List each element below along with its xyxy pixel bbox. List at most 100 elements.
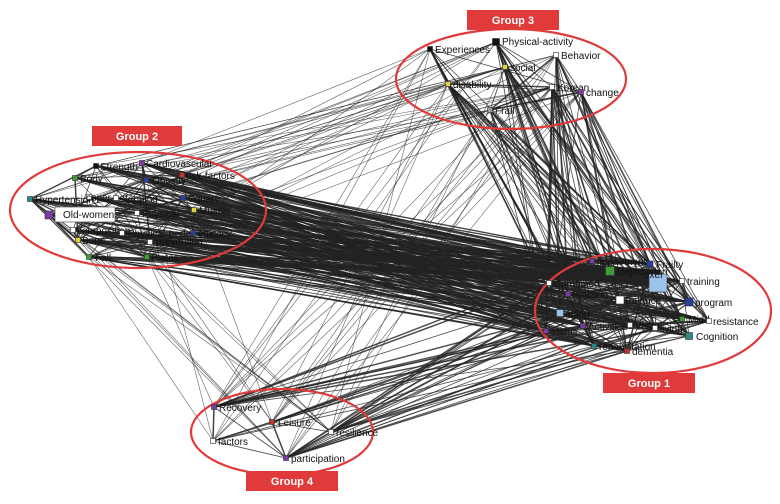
edge — [545, 325, 584, 332]
edge — [121, 209, 195, 234]
hub-edge — [88, 255, 659, 285]
node-marker — [70, 227, 76, 233]
node-fall: Fall — [86, 253, 111, 264]
node-marker — [427, 46, 433, 52]
edge — [181, 48, 431, 176]
node-label: Behavior — [561, 51, 601, 62]
edge — [271, 282, 659, 423]
edge — [489, 86, 553, 111]
node-label: efficacy — [198, 229, 232, 240]
edge — [447, 66, 506, 85]
edge — [489, 109, 690, 337]
edge — [145, 174, 183, 181]
node-label: Frailty — [656, 260, 683, 271]
node-marker — [679, 316, 685, 322]
edge — [582, 325, 628, 352]
edge — [285, 282, 550, 459]
edge — [489, 54, 557, 111]
node-physical: Physical — [134, 209, 179, 220]
node-marker — [605, 266, 615, 276]
edge — [213, 48, 431, 408]
node-marker — [72, 175, 78, 181]
group-tag-label: Group 1 — [628, 378, 670, 390]
node-function: function — [565, 290, 608, 301]
edge — [95, 165, 183, 176]
edge — [551, 86, 584, 327]
edge — [77, 162, 143, 241]
node-label: Square — [188, 194, 221, 205]
edges-layer — [29, 41, 710, 459]
edge — [489, 66, 506, 111]
node-label: aging — [565, 309, 589, 320]
edge — [626, 280, 683, 352]
edge — [88, 86, 553, 258]
node-impairment: impairment — [589, 257, 647, 268]
node-marker — [652, 325, 658, 331]
edge — [115, 91, 582, 199]
node-program: program — [684, 297, 732, 309]
node-frail: Frail — [487, 106, 514, 117]
edge — [626, 301, 690, 352]
node-label: program — [695, 298, 732, 309]
node-marker — [580, 323, 586, 329]
group-2-ellipse — [8, 150, 268, 270]
edge — [181, 66, 506, 176]
node-marker — [147, 239, 153, 245]
edge — [582, 299, 621, 327]
edge — [580, 91, 628, 352]
node-label: Korean — [557, 83, 589, 94]
node-label: Experiences — [435, 45, 490, 56]
node-label-box — [54, 206, 116, 223]
edge — [551, 86, 628, 352]
node-label: disability — [453, 80, 491, 91]
node-marker — [684, 297, 694, 307]
node-label: coper — [86, 193, 112, 204]
group-tag-label: Group 3 — [492, 15, 534, 27]
edge — [182, 197, 628, 352]
edge — [551, 86, 656, 329]
node-korean: Korean — [549, 83, 589, 94]
edge — [681, 280, 690, 337]
edge — [447, 83, 621, 301]
node-depression: Depression — [605, 266, 668, 278]
node-physical-activity: Physical-activity — [492, 37, 573, 48]
node-marker — [75, 237, 81, 243]
node-change: change — [578, 88, 619, 99]
edge — [213, 406, 287, 459]
edge — [330, 318, 683, 433]
edge — [192, 232, 651, 265]
node-label: dementia — [632, 347, 674, 358]
node-label: Physical-activity — [502, 37, 573, 48]
edge — [567, 293, 690, 337]
edge — [447, 83, 582, 93]
edge — [213, 54, 557, 408]
node-label: Balance — [625, 296, 662, 307]
node-marker — [487, 107, 493, 113]
node-label: status — [551, 327, 578, 338]
edge — [495, 41, 553, 88]
node-marker — [179, 172, 185, 178]
edge — [213, 282, 550, 408]
edge — [29, 197, 184, 200]
node-prevention: prevention — [147, 237, 203, 248]
node-label: stepping — [120, 194, 158, 205]
edge — [447, 83, 690, 337]
node-marker — [134, 210, 140, 216]
node-resistance: resistance — [706, 317, 759, 328]
edge — [285, 325, 584, 459]
edge — [141, 48, 431, 164]
node-stepping: stepping — [113, 194, 158, 205]
node-marker — [283, 455, 289, 461]
edge — [559, 312, 683, 320]
edge — [212, 406, 215, 442]
node-label: Depression — [617, 267, 668, 278]
edge — [146, 256, 683, 320]
node-marker — [646, 260, 654, 268]
edge — [192, 232, 690, 303]
edge — [115, 197, 148, 258]
group-tag-2: Group 2 — [92, 126, 182, 146]
node-marker — [445, 81, 451, 87]
node-marker — [591, 343, 597, 349]
edge — [77, 174, 183, 241]
